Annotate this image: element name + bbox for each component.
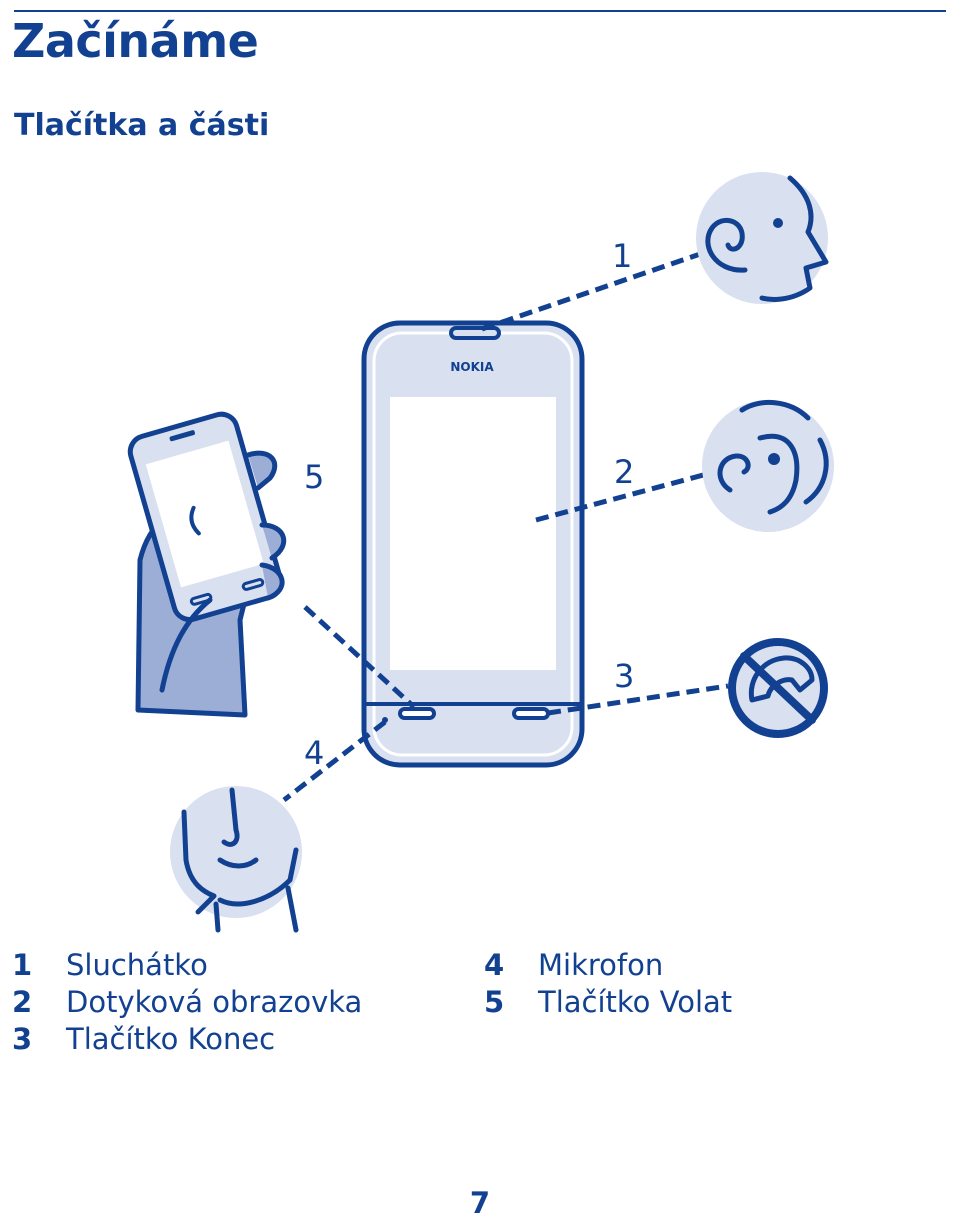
legend-number: 2 [12,985,33,1019]
legend-label: Mikrofon [538,948,664,982]
legend-label: Dotyková obrazovka [66,985,363,1019]
top-rule [14,10,946,12]
call-key [398,707,436,720]
legend-label: Tlačítko Volat [538,985,733,1019]
main-phone: NOKIA [361,320,585,768]
legend-label: Sluchátko [66,948,208,982]
callout-3: 3 [614,657,634,695]
legend-item: 4 Mikrofon [484,948,732,985]
callout-2: 2 [614,453,634,491]
end-key [512,707,550,720]
leader-line-1 [481,249,707,332]
touch-screen [390,397,556,670]
legend-number: 4 [484,948,505,982]
legend-item: 2 Dotyková obrazovka [12,985,362,1022]
callout-4: 4 [304,734,324,772]
hand-with-phone-figure [127,411,287,718]
ear-icon [696,172,829,304]
parts-legend-left: 1 Sluchátko 2 Dotyková obrazovka 3 Tlačí… [12,948,362,1059]
leader-line-2 [535,467,723,523]
parts-legend-right: 4 Mikrofon 5 Tlačítko Volat [484,948,732,1022]
leader-lines [282,249,729,802]
end-call-icon [728,638,828,738]
phone-parts-illustration: NOKIA 1 2 3 4 5 [127,172,834,933]
mouth-icon [170,786,302,933]
callout-1: 1 [612,237,632,275]
leader-line-3 [547,683,729,716]
face-touch-icon [702,399,834,532]
legend-number: 1 [12,948,33,982]
thumb-shape [159,597,213,693]
legend-item: 3 Tlačítko Konec [12,1022,362,1059]
legend-item: 5 Tlačítko Volat [484,985,732,1022]
leader-line-4 [282,720,387,802]
earpiece [449,326,501,340]
leader-line-5 [303,605,416,709]
legend-number: 5 [484,985,505,1019]
legend-label: Tlačítko Konec [66,1022,276,1056]
callout-numbers: 1 2 3 4 5 [304,237,634,772]
page-number: 7 [469,1186,491,1220]
page-title: Začínáme [12,14,259,68]
section-subtitle: Tlačítka a části [14,108,270,143]
phone-brand-logo: NOKIA [450,360,494,374]
callout-5: 5 [304,458,324,496]
legend-item: 1 Sluchátko [12,948,362,985]
legend-number: 3 [12,1022,33,1056]
small-phone-screen [145,440,264,588]
